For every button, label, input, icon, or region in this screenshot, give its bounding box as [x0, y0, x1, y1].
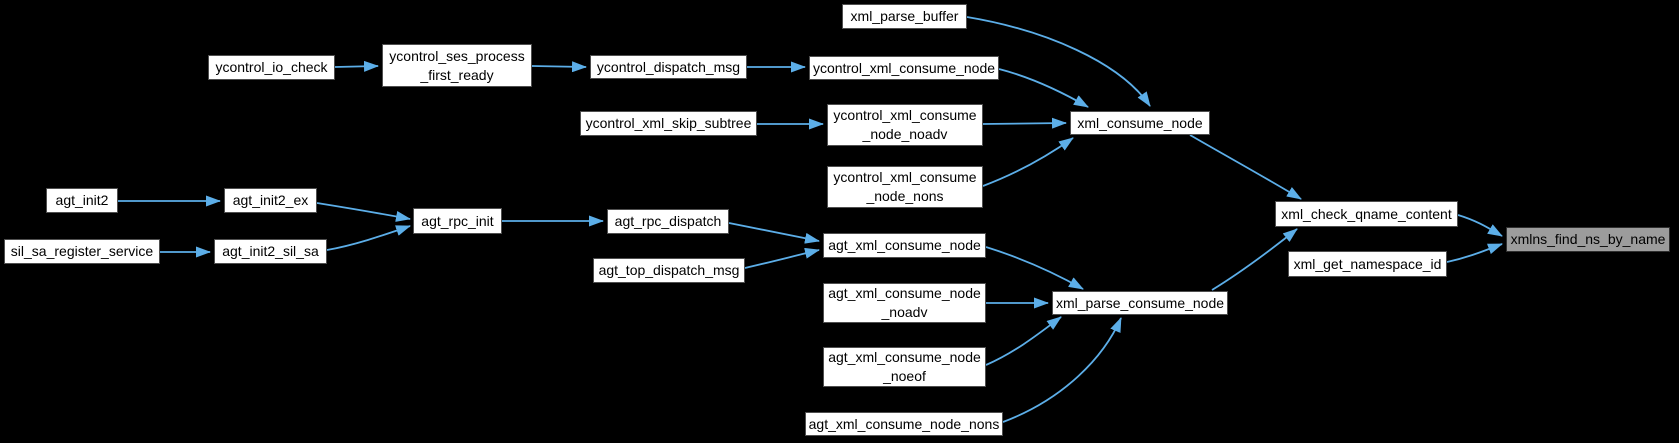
- edge-agt_init2_sil_sa-to-agt_rpc_init: [326, 225, 411, 251]
- node-ycontrol_ses_process_first_ready[interactable]: ycontrol_ses_process _first_ready: [382, 44, 532, 87]
- edge-agt_xml_consume_node_nons-to-xml_parse_consume_node: [1002, 317, 1122, 423]
- edge-xml_consume_node-to-xml_check_qname_content: [1189, 134, 1302, 200]
- node-agt_xml_consume_node_noadv[interactable]: agt_xml_consume_node _noadv: [823, 283, 986, 323]
- edge-xml_parse_consume_node-to-xml_check_qname_content: [1211, 228, 1298, 291]
- node-agt_rpc_init[interactable]: agt_rpc_init: [413, 208, 502, 234]
- edge-ycontrol_io_check-to-ycontrol_ses_process_first_ready: [334, 60, 379, 72]
- node-ycontrol_xml_consume_node_noadv[interactable]: ycontrol_xml_consume _node_noadv: [827, 104, 983, 146]
- node-agt_xml_consume_node_noeof[interactable]: agt_xml_consume_node _noeof: [823, 347, 986, 387]
- node-ycontrol_io_check[interactable]: ycontrol_io_check: [208, 55, 335, 80]
- node-xml_consume_node[interactable]: xml_consume_node: [1070, 111, 1210, 135]
- edge-agt_init2_ex-to-agt_rpc_init: [316, 202, 411, 222]
- node-ycontrol_xml_skip_subtree[interactable]: ycontrol_xml_skip_subtree: [580, 111, 757, 136]
- node-xmlns_find_ns_by_name: xmlns_find_ns_by_name: [1506, 227, 1670, 252]
- node-agt_init2_sil_sa[interactable]: agt_init2_sil_sa: [214, 239, 327, 264]
- edge-agt_xml_consume_node_noeof-to-xml_parse_consume_node: [985, 316, 1062, 366]
- edge-agt_rpc_dispatch-to-agt_xml_consume_node: [728, 222, 820, 244]
- node-agt_top_dispatch_msg[interactable]: agt_top_dispatch_msg: [593, 258, 745, 283]
- node-agt_xml_consume_node_nons[interactable]: agt_xml_consume_node_nons: [805, 412, 1003, 436]
- node-xml_parse_consume_node[interactable]: xml_parse_consume_node: [1052, 291, 1228, 315]
- node-ycontrol_xml_consume_node[interactable]: ycontrol_xml_consume_node: [809, 56, 999, 80]
- node-xml_check_qname_content[interactable]: xml_check_qname_content: [1275, 201, 1458, 227]
- node-ycontrol_dispatch_msg[interactable]: ycontrol_dispatch_msg: [590, 55, 747, 79]
- edge-ycontrol_xml_consume_node_noadv-to-xml_consume_node: [982, 117, 1067, 129]
- node-agt_init2[interactable]: agt_init2: [46, 188, 118, 213]
- edge-ycontrol_ses_process_first_ready-to-ycontrol_dispatch_msg: [531, 61, 587, 73]
- edge-xml_check_qname_content-to-xmlns_find_ns_by_name: [1457, 214, 1503, 237]
- node-ycontrol_xml_consume_node_nons[interactable]: ycontrol_xml_consume _node_nons: [827, 166, 983, 208]
- node-sil_sa_register_service[interactable]: sil_sa_register_service: [4, 239, 160, 264]
- node-agt_rpc_dispatch[interactable]: agt_rpc_dispatch: [607, 209, 729, 234]
- node-xml_get_namespace_id[interactable]: xml_get_namespace_id: [1288, 251, 1447, 277]
- edge-ycontrol_xml_consume_node_nons-to-xml_consume_node: [982, 137, 1074, 187]
- edge-xml_parse_buffer-to-xml_consume_node: [966, 16, 1151, 107]
- node-xml_parse_buffer[interactable]: xml_parse_buffer: [842, 4, 967, 29]
- edge-agt_xml_consume_node-to-xml_parse_consume_node: [985, 246, 1084, 290]
- node-agt_init2_ex[interactable]: agt_init2_ex: [224, 188, 317, 213]
- edge-xml_get_namespace_id-to-xmlns_find_ns_by_name: [1446, 243, 1503, 263]
- edge-ycontrol_xml_consume_node-to-xml_consume_node: [998, 68, 1089, 108]
- edge-agt_top_dispatch_msg-to-agt_xml_consume_node: [744, 247, 820, 269]
- node-agt_xml_consume_node[interactable]: agt_xml_consume_node: [823, 233, 986, 258]
